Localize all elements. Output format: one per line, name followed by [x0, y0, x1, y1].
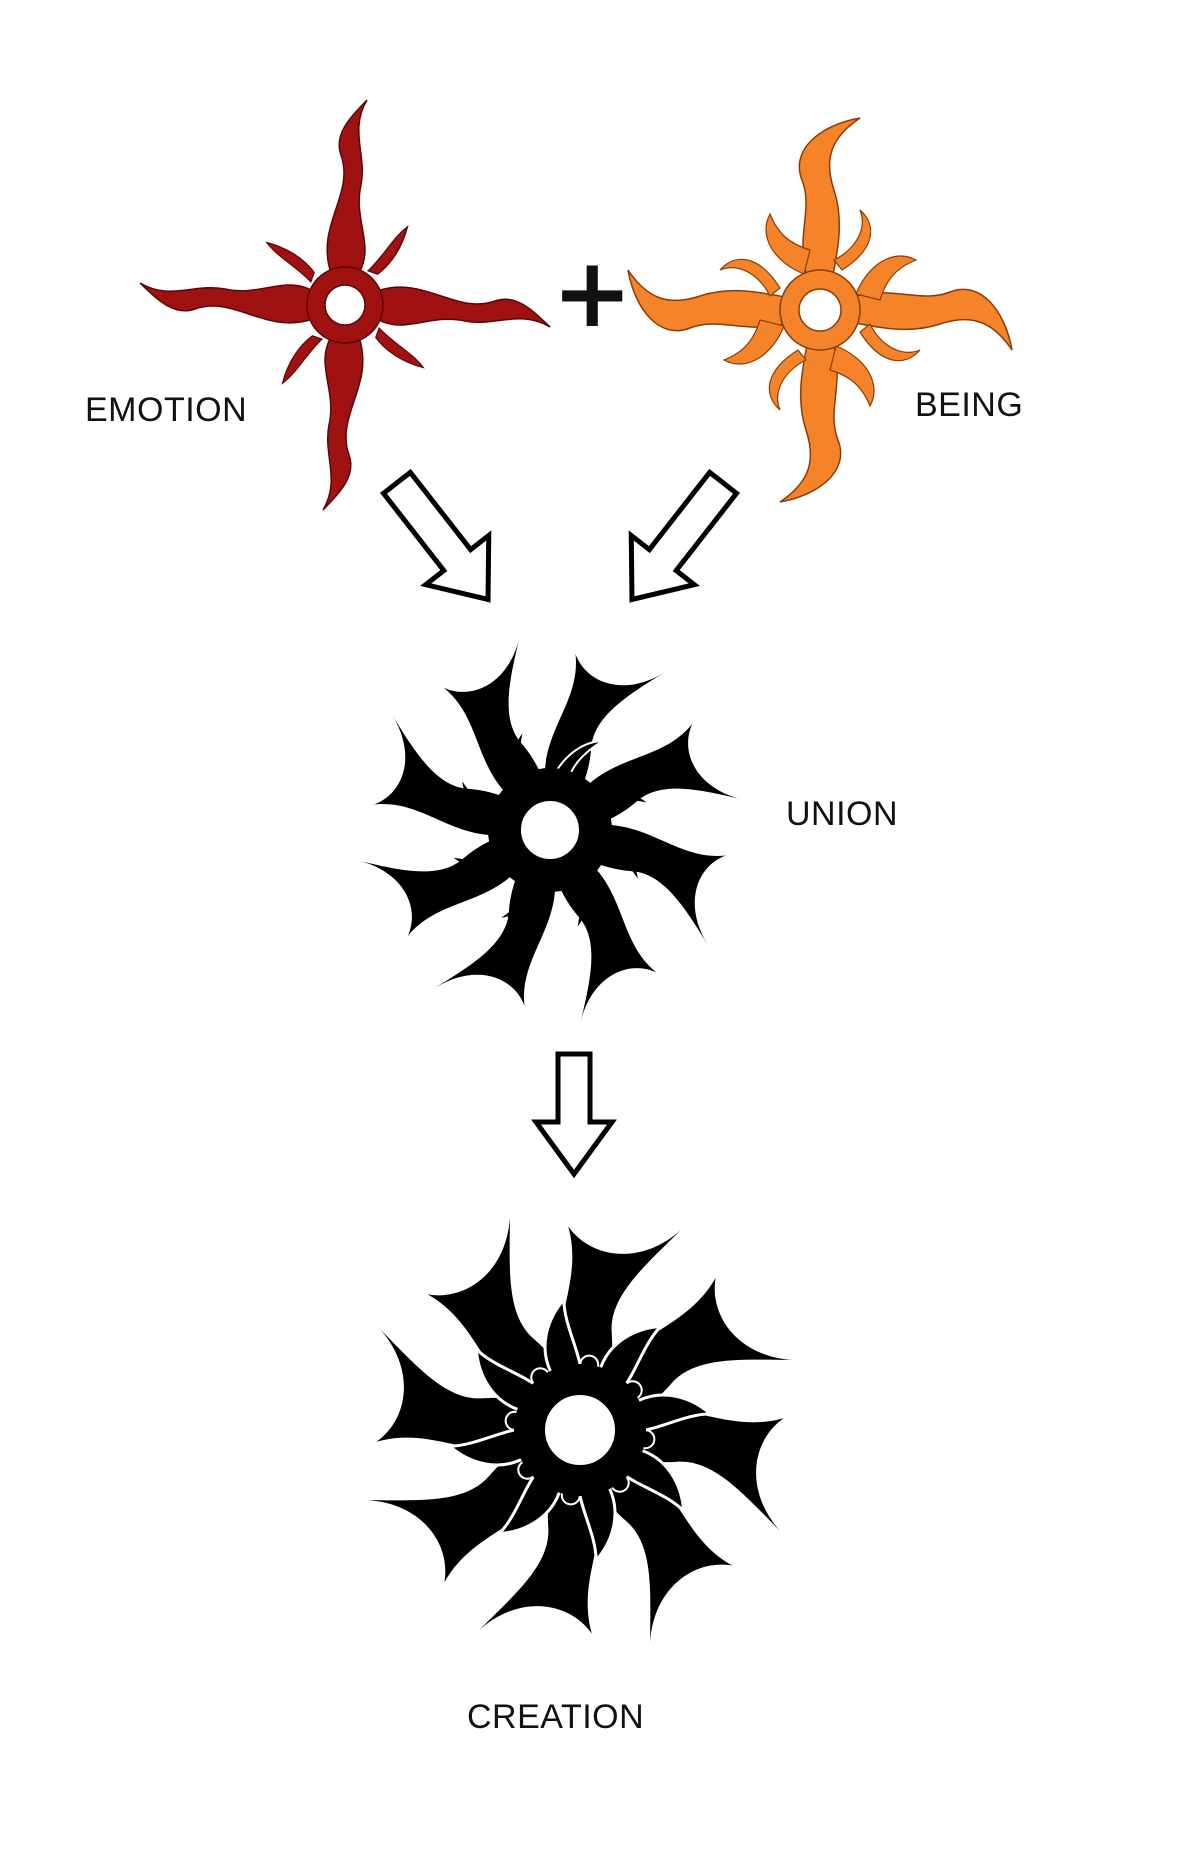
being-leaf — [768, 349, 807, 411]
creation-petal — [576, 1475, 617, 1565]
being-leaf — [833, 209, 872, 271]
being-leaf — [719, 258, 781, 297]
being-arm — [798, 117, 861, 281]
creation-petal — [543, 1295, 584, 1385]
emotion-flick — [375, 326, 425, 369]
creation-petal — [445, 1426, 535, 1467]
union-arm — [577, 723, 743, 828]
plus-operator: + — [552, 237, 633, 349]
union-arm — [435, 862, 556, 1006]
arrow-shape — [628, 468, 741, 603]
arrow-emotion-to-union — [379, 468, 492, 603]
being-label: BEING — [915, 386, 1024, 424]
union-arm — [582, 824, 726, 945]
being-leaf — [859, 323, 921, 362]
creation-arm — [479, 1472, 601, 1634]
arrow-shape — [379, 468, 492, 603]
creation-arm — [622, 1409, 784, 1531]
union-arm — [552, 857, 657, 1023]
union-arm — [357, 832, 523, 937]
emotion-arm — [376, 286, 551, 328]
being-arm — [627, 269, 791, 332]
emotion-label: EMOTION — [85, 391, 248, 429]
emotion-arm — [322, 336, 364, 511]
creation-petal — [625, 1393, 715, 1434]
union-arm — [443, 637, 548, 803]
arrow-union-to-creation — [531, 1051, 617, 1179]
creation-arm — [376, 1329, 538, 1451]
emotion-symbol — [139, 99, 551, 511]
union-center — [519, 799, 581, 861]
being-curl — [829, 345, 875, 408]
arrow-being-to-union — [628, 468, 741, 603]
emotion-flick — [265, 241, 315, 284]
union-arm — [374, 715, 518, 836]
creation-arm — [603, 1277, 793, 1420]
being-curl — [722, 319, 785, 365]
creation-label: CREATION — [467, 1698, 645, 1736]
being-symbol — [627, 117, 1013, 503]
emotion-arm — [326, 99, 368, 274]
being-curl — [855, 255, 918, 301]
creation-center — [543, 1393, 617, 1467]
emotion-flick — [366, 225, 409, 275]
creation-arm — [367, 1440, 557, 1583]
being-arm — [779, 339, 842, 503]
being-center — [798, 288, 842, 332]
being-arm — [849, 288, 1013, 351]
emotion-center — [324, 284, 366, 326]
creation-symbol — [367, 1217, 793, 1643]
arrow-shape — [531, 1051, 617, 1179]
union-label: UNION — [786, 795, 899, 833]
emotion-arm — [139, 282, 314, 324]
union-symbol — [357, 637, 743, 1023]
creation-arm — [559, 1226, 681, 1388]
creation-arm — [590, 1453, 733, 1643]
being-curl — [765, 212, 811, 275]
emotion-flick — [281, 335, 324, 385]
creation-arm — [427, 1217, 570, 1407]
